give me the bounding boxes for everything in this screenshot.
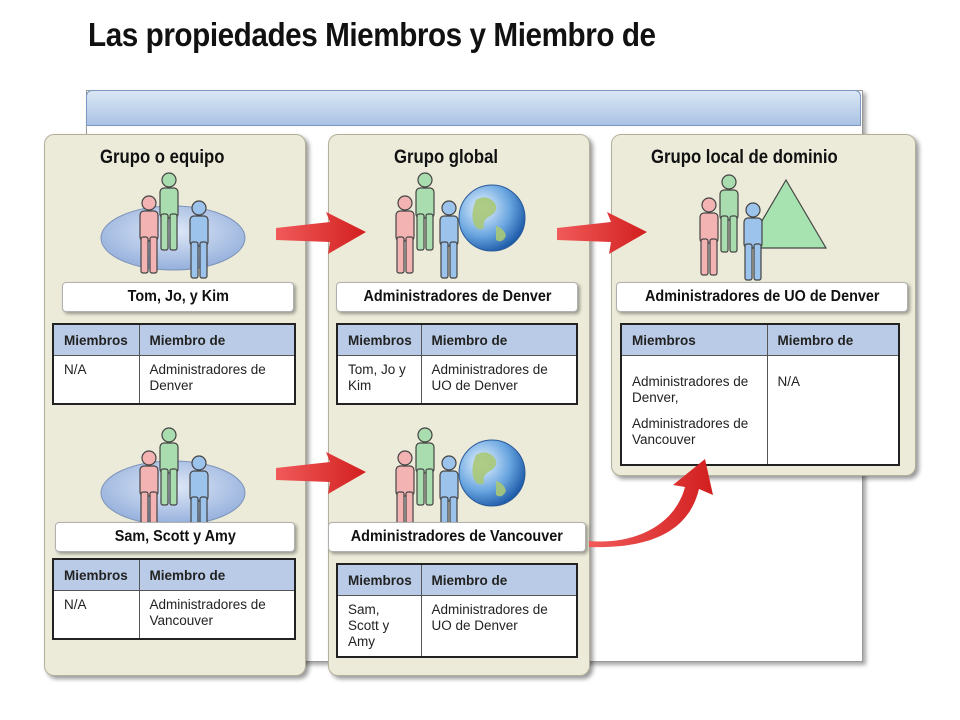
members-table-admin-denver: Miembros Miembro de Tom, Jo y Kim Admini…	[336, 323, 578, 405]
members-table-admin-uo-denver: Miembros Miembro de Administradores de D…	[620, 323, 900, 466]
table-cell-member-of: Administradores de UO de Denver	[431, 362, 548, 393]
table-cell-member-of: Administradores de Vancouver	[149, 597, 266, 628]
label-admin-uo-denver: Administradores de UO de Denver	[616, 282, 908, 312]
users-triangle-icon	[699, 174, 828, 281]
table-cell-line: Administradores de Denver,	[632, 374, 749, 405]
table-cell-member-of: Administradores de Denver	[149, 362, 266, 393]
members-table-sam-scott-amy: Miembros Miembro de N/A Administradores …	[52, 558, 296, 640]
members-table-admin-vancouver: Miembros Miembro de Sam, Scott y Amy Adm…	[336, 563, 578, 658]
arrow-right-icon	[557, 212, 647, 254]
table-cell-member-of: N/A	[777, 374, 801, 389]
table-header-members: Miembros	[621, 324, 768, 356]
table-cell-members: N/A	[53, 590, 140, 639]
table-header-members: Miembros	[53, 559, 140, 591]
column-heading-group-or-computer: Grupo o equipo	[100, 147, 225, 168]
users-icon	[100, 172, 246, 279]
table-cell-members: Sam, Scott y Amy	[337, 595, 422, 657]
users-globe-icon	[395, 427, 526, 534]
table-cell-members: Tom, Jo y Kim	[337, 355, 422, 404]
table-header-member-of: Miembro de	[421, 564, 577, 596]
users-globe-icon	[395, 172, 526, 279]
column-heading-global-group: Grupo global	[394, 147, 499, 168]
table-cell-members: N/A	[53, 355, 140, 404]
members-table-tom-jo-kim: Miembros Miembro de N/A Administradores …	[52, 323, 296, 405]
table-header-member-of: Miembro de	[767, 324, 899, 356]
table-header-member-of: Miembro de	[421, 324, 577, 356]
label-admin-vancouver: Administradores de Vancouver	[328, 522, 586, 552]
column-heading-domain-local-group: Grupo local de dominio	[651, 147, 838, 168]
table-cell-line: Administradores de Vancouver	[632, 416, 749, 447]
label-admin-denver: Administradores de Denver	[336, 282, 578, 312]
label-tom-jo-kim: Tom, Jo, y Kim	[62, 282, 294, 312]
curved-arrow-icon	[589, 459, 713, 548]
table-cell-member-of: Administradores de UO de Denver	[431, 602, 548, 633]
table-header-members: Miembros	[53, 324, 140, 356]
page-title: Las propiedades Miembros y Miembro de	[88, 16, 656, 53]
arrow-right-icon	[276, 212, 366, 254]
arrow-right-icon	[276, 452, 366, 494]
table-header-members: Miembros	[337, 564, 422, 596]
table-cell-members: Administradores de Denver, Administrador…	[621, 355, 768, 465]
users-icon	[100, 427, 246, 534]
background-panel-bar	[86, 90, 861, 126]
table-header-members: Miembros	[337, 324, 422, 356]
table-header-member-of: Miembro de	[139, 324, 295, 356]
label-sam-scott-amy: Sam, Scott y Amy	[55, 522, 295, 552]
table-header-member-of: Miembro de	[139, 559, 295, 591]
